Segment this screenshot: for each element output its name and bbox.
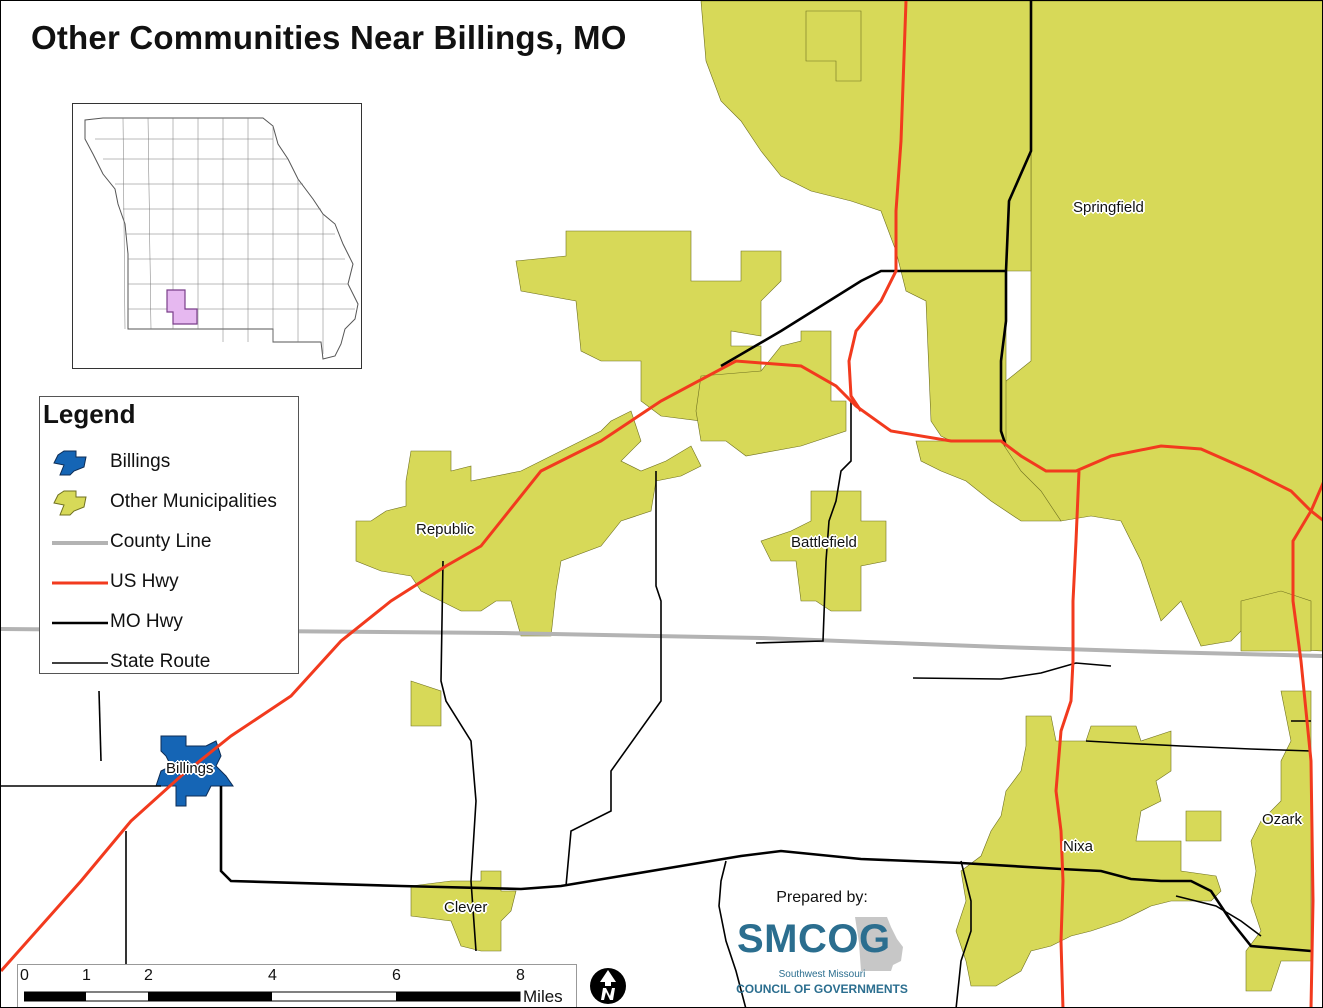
scale-tick: 8 [516,967,525,984]
label-springfield: Springfield [1073,199,1144,216]
north-annex-area [805,10,862,82]
legend-item-county-line: County Line [40,525,298,559]
municipality-areas [355,1,1322,992]
org-line-2: COUNCIL OF GOVERNMENTS [736,982,908,996]
legend-label: US Hwy [110,571,179,592]
prepared-by-label: Prepared by: [776,889,868,906]
scale-tick: 2 [144,967,153,984]
inset-locator-map [72,103,362,369]
legend-label: Billings [110,451,171,472]
southeast-area [915,440,1062,522]
scale-bar-segments [24,991,521,1002]
label-billings: Billings [166,760,214,777]
thick-black-line-icon [52,621,108,625]
municipality-polygon-icon [53,490,87,516]
map-title: Other Communities Near Billings, MO [31,19,627,56]
org-line-1: Southwest Missouri [778,969,866,980]
credit-block: Prepared by: SMCOG Southwest Missouri CO… [727,885,917,1007]
legend-label: State Route [110,651,211,672]
legend-item-state-route: State Route [40,645,298,679]
scale-tick: 4 [268,967,277,984]
scale-bar: 0 1 2 4 6 8 Miles [17,964,577,1007]
label-ozark: Ozark [1262,811,1303,828]
label-nixa: Nixa [1063,838,1094,855]
legend-item-billings: Billings [40,445,298,479]
smcog-logo: SMCOG [737,917,891,961]
ozark-area [1245,690,1312,992]
republic-area [355,410,702,637]
label-battlefield: Battlefield [791,534,857,551]
clever-area [410,870,517,952]
legend-item-mo-hwy: MO Hwy [40,605,298,639]
label-republic: Republic [416,521,475,538]
state-routes [1,401,1312,1007]
gray-line-icon [52,541,108,545]
legend-label: MO Hwy [110,611,183,632]
mo-highways [219,1,1312,953]
north-arrow-icon [586,964,630,1007]
legend-label: County Line [110,531,212,552]
scale-tick: 1 [82,967,91,984]
missouri-state-shape-icon [855,917,903,971]
billings-polygon-icon [53,450,87,476]
nixa-area [955,715,1222,987]
label-clever: Clever [444,899,488,916]
thin-black-line-icon [52,662,108,664]
legend-panel: Legend Billings Other Municipalities Cou… [39,396,299,674]
battlefield-area [760,490,887,612]
legend-item-us-hwy: US Hwy [40,565,298,599]
scale-unit: Miles [523,987,563,1006]
legend-title: Legend [43,399,136,429]
republic-south-area [410,680,442,727]
legend-label: Other Municipalities [110,491,277,512]
ozark-north-area [1240,590,1312,652]
billings-area [155,735,234,807]
middle-area [695,330,847,457]
nixa-east-area [1185,810,1222,842]
red-line-icon [52,581,108,585]
scale-tick: 0 [20,967,29,984]
scale-tick: 6 [392,967,401,984]
springfield-area [990,1,1322,652]
inset-highlight-counties [166,289,198,325]
inset-missouri-outline [84,117,359,360]
legend-item-municipalities: Other Municipalities [40,485,298,519]
